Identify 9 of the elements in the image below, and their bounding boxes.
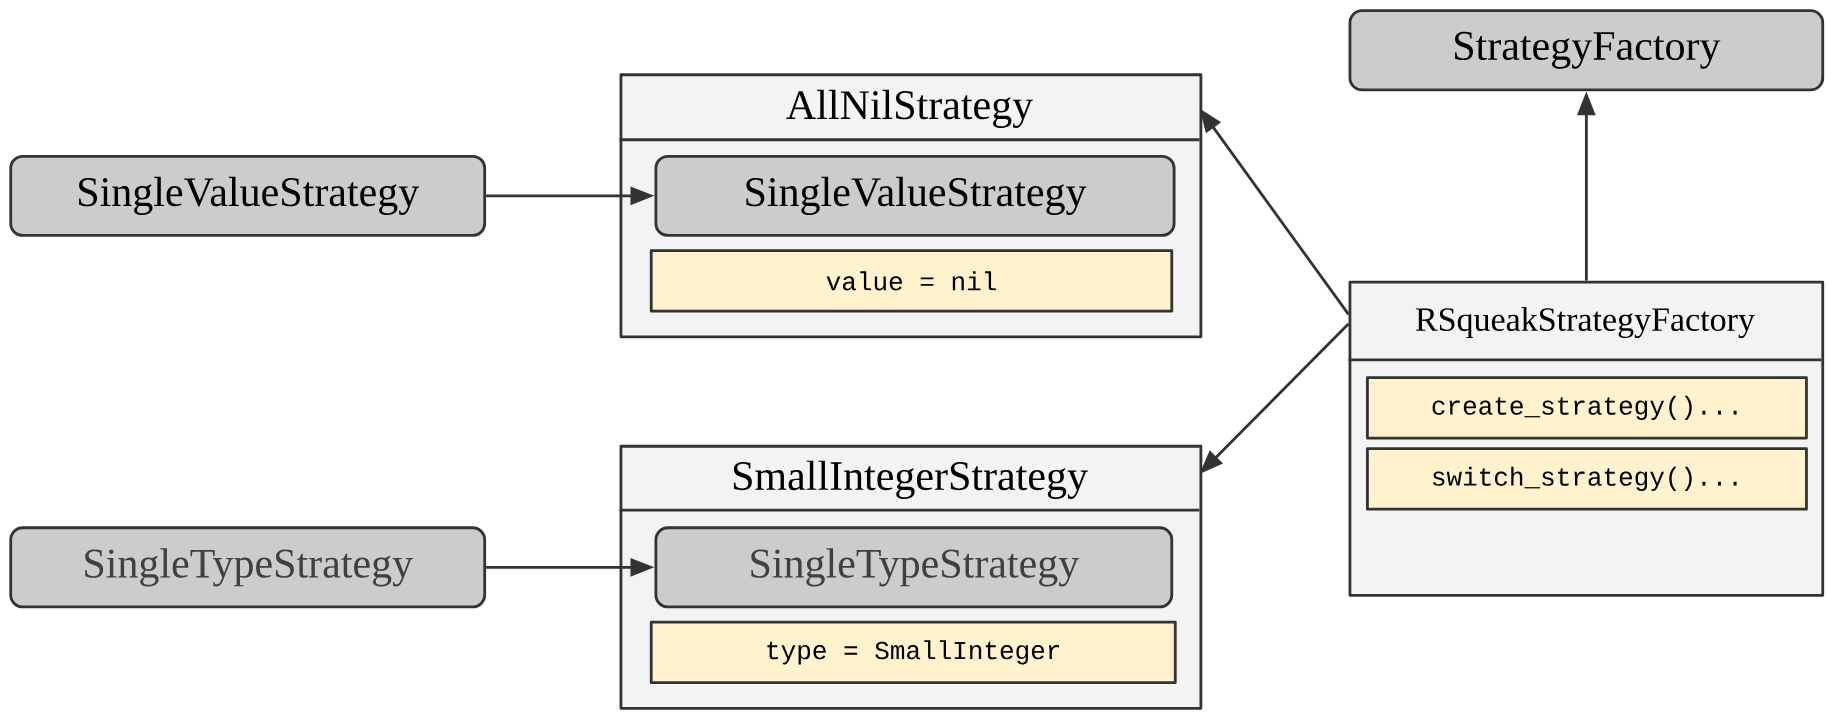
- class-box: SingleValueStrategy: [654, 154, 1176, 237]
- class-box: SingleValueStrategy: [9, 154, 487, 237]
- code-box: switch_strategy()...: [1366, 447, 1808, 511]
- code-box: type = SmallInteger: [649, 620, 1177, 685]
- code-box: value = nil: [649, 249, 1174, 313]
- class-box: StrategyFactory: [1348, 9, 1825, 92]
- class-box: SingleTypeStrategy: [654, 526, 1174, 609]
- code-box: create_strategy()...: [1366, 376, 1808, 440]
- class-box: SingleTypeStrategy: [9, 526, 487, 609]
